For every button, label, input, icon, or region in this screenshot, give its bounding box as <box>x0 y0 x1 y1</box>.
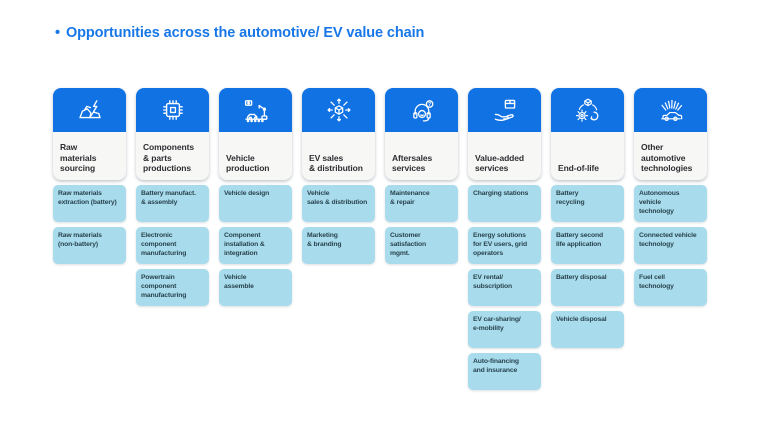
value-chain-item: Raw materials extraction (battery) <box>53 185 126 222</box>
stage-label: End-of-life <box>558 162 599 173</box>
stage-label: Vehicle production <box>226 152 270 173</box>
value-chain-item: Vehicle sales & distribution <box>302 185 375 222</box>
value-chain-item: EV car-sharing/ e-mobility <box>468 311 541 348</box>
connected-car-icon <box>660 99 682 122</box>
value-chain-item: Marketing & branding <box>302 227 375 264</box>
value-chain-item: Raw materials (non-battery) <box>53 227 126 264</box>
stage-card-components-parts: Components & parts productions <box>136 88 209 180</box>
stage-card-vehicle-production: Vehicle production <box>219 88 292 180</box>
stage-icon-area: ? <box>385 88 458 132</box>
stage-label: Value-added services <box>475 152 524 173</box>
value-chain-item: Electronic component manufacturing <box>136 227 209 264</box>
value-chain-item: Energy solutions for EV users, grid oper… <box>468 227 541 264</box>
value-chain-item: EV rental/ subscription <box>468 269 541 306</box>
value-chain-board: Raw materials sourcing Components & part… <box>53 88 707 390</box>
stage-card-raw-materials-sourcing: Raw materials sourcing <box>53 88 126 180</box>
stage-icon-area <box>634 88 707 132</box>
raw-materials-icon <box>78 100 101 119</box>
value-chain-item: Battery second life application <box>551 227 624 264</box>
stage-card-aftersales-services: ? Aftersales services <box>385 88 458 180</box>
distribution-icon <box>327 98 350 122</box>
value-chain-item: Auto-financing and insurance <box>468 353 541 390</box>
stage-label: EV sales & distribution <box>309 152 363 173</box>
page-title: • Opportunities across the automotive/ EV… <box>55 25 424 41</box>
title-text: Opportunities across the automotive/ EV … <box>65 25 425 41</box>
headset-support-icon: ? <box>412 100 433 122</box>
value-chain-item: Battery disposal <box>551 269 624 306</box>
value-chain-item: Battery recycling <box>551 185 624 222</box>
value-chain-item: Customer satisfaction mgmt. <box>385 227 458 264</box>
hand-box-icon <box>494 99 515 121</box>
stage-icon-area <box>136 88 209 132</box>
stage-label: Raw materials sourcing <box>60 142 97 173</box>
value-chain-item: Powertrain component manufacturing <box>136 269 209 306</box>
stage-card-value-added-services: Value-added services <box>468 88 541 180</box>
value-chain-item: Maintenance & repair <box>385 185 458 222</box>
value-chain-item: Fuel cell technology <box>634 269 707 306</box>
chip-icon <box>162 100 183 120</box>
value-chain-item: Battery manufact. & assembly <box>136 185 209 222</box>
svg-text:?: ? <box>428 102 431 108</box>
stage-icon-area <box>302 88 375 132</box>
stage-card-end-of-life: End-of-life <box>551 88 624 180</box>
stage-label: Components & parts productions <box>143 142 194 173</box>
stage-label: Aftersales services <box>392 152 433 173</box>
recycle-icon <box>575 98 598 122</box>
assembly-robot-icon <box>244 100 267 123</box>
stage-icon-area <box>468 88 541 132</box>
value-chain-item: Autonomous vehicle technology <box>634 185 707 222</box>
stage-card-other-automotive-technologies: Other automotive technologies <box>634 88 707 180</box>
stage-icon-area <box>53 88 126 132</box>
stage-card-ev-sales-distribution: EV sales & distribution <box>302 88 375 180</box>
stage-icon-area <box>551 88 624 132</box>
title-bullet: • <box>55 25 60 41</box>
stage-icon-area <box>219 88 292 132</box>
value-chain-item: Vehicle assemble <box>219 269 292 306</box>
value-chain-item: Charging stations <box>468 185 541 222</box>
value-chain-item: Connected vehicle technology <box>634 227 707 264</box>
value-chain-item: Vehicle disposal <box>551 311 624 348</box>
value-chain-item: Vehicle design <box>219 185 292 222</box>
value-chain-item: Component installation & integration <box>219 227 292 264</box>
stage-label: Other automotive technologies <box>641 142 693 173</box>
